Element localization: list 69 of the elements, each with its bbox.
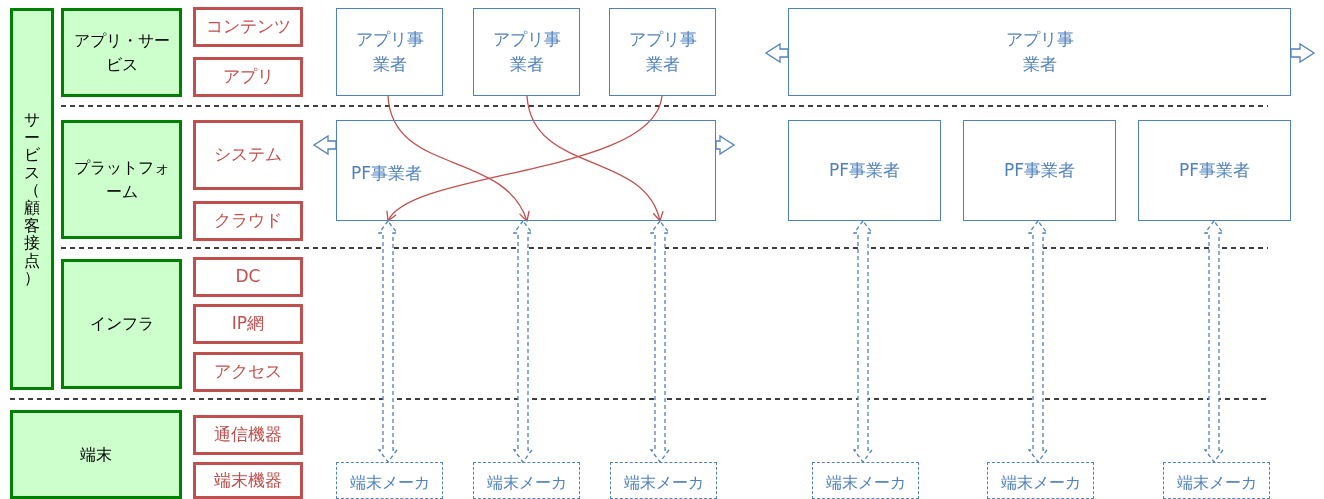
category-column [10,8,54,390]
item-box [193,120,303,190]
item-box [193,57,303,97]
box-label: PF事業者 [351,162,423,185]
box-label: システム [214,143,282,167]
double-arrow [512,219,534,464]
box-label: 端末機器 [214,468,282,492]
box-label: PF事業者 [829,158,900,182]
box-label: アクセス [214,360,282,384]
block-arrow [312,134,337,156]
box-label: 端末メーカ [1176,472,1257,494]
box-label: サービス（顧客接点） [24,111,40,287]
box-label: 端末メーカ [825,472,906,494]
curved-arrow [387,95,663,222]
box-label: PF事業者 [1004,158,1075,182]
category-box [10,410,182,499]
box-label: コンテンツ [205,15,291,39]
box-label: IP網 [231,312,265,336]
box-label: 端末メーカ [623,472,704,494]
player-box [473,8,580,96]
double-arrow [1027,219,1049,464]
maker-box [812,462,919,499]
box-label: インフラ [89,313,154,335]
maker-box [473,462,580,499]
item-box [193,462,303,499]
player-box [336,8,443,96]
block-arrow [715,134,736,156]
box-label: プラットフォーム [72,156,171,203]
maker-box [610,462,717,499]
item-box [193,415,303,455]
category-box [61,120,182,239]
item-box [193,352,303,392]
box-label: 端末メーカ [349,472,430,494]
box-label: アプリ事業者 [354,27,425,76]
block-arrow [764,42,789,64]
box-label: 通信機器 [214,423,282,447]
curved-arrow [526,95,663,222]
double-arrow [377,219,399,464]
block-arrow [1290,42,1316,64]
box-label: PF事業者 [1179,158,1250,182]
player-box [788,120,941,221]
category-box [61,8,182,97]
curved-arrow [387,95,529,222]
maker-box [1163,462,1270,499]
item-box [193,304,303,344]
player-box [788,8,1291,96]
item-box [193,257,303,297]
maker-box [336,462,443,499]
box-label: 端末メーカ [486,472,567,494]
double-arrow [1203,219,1225,464]
player-box [336,120,716,221]
item-box [193,7,303,47]
box-label: 端末メーカ [1000,472,1081,494]
box-label: アプリ事業者 [1004,27,1075,76]
box-label: DC [235,265,261,289]
item-box [193,201,303,241]
box-label: クラウド [214,209,282,233]
box-label: アプリ [222,65,274,89]
player-box [609,8,716,96]
double-arrow [649,219,671,464]
player-box [1138,120,1291,221]
category-box [61,259,182,389]
box-label: アプリ事業者 [491,27,562,76]
box-label: 端末 [80,443,112,466]
box-label: アプリ事業者 [627,27,698,76]
maker-box [987,462,1094,499]
double-arrow [852,219,874,464]
player-box [963,120,1116,221]
box-label: アプリ・サービス [72,29,171,76]
